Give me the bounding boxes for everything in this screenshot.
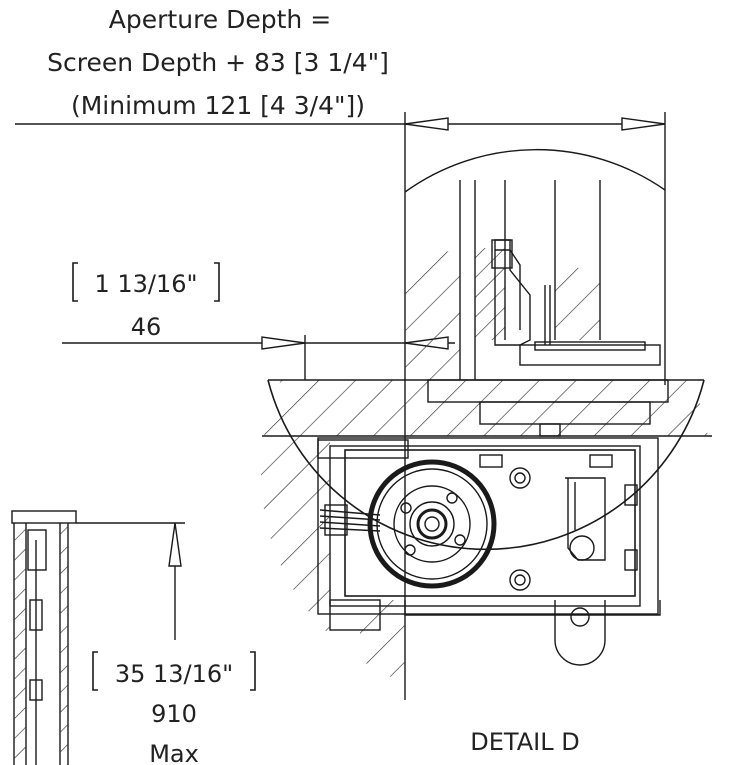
detail-label: DETAIL D	[470, 728, 579, 756]
gap-metric: 46	[131, 313, 162, 341]
gap-bracket	[72, 262, 220, 302]
side-wall-hatch	[14, 523, 26, 765]
aperture-line-1: Aperture Depth =	[109, 5, 331, 34]
drop-bracket	[92, 651, 256, 691]
motor-assembly	[367, 459, 497, 589]
detail-d-view	[261, 248, 711, 698]
detail-d-outline	[262, 148, 712, 666]
aperture-line-2: Screen Depth + 83 [3 1/4"]	[47, 48, 389, 77]
gap-dimension-line	[62, 335, 455, 380]
gap-imperial: 1 13/16"	[94, 270, 197, 298]
drop-note: Max	[149, 740, 199, 765]
drop-imperial: 35 13/16"	[115, 660, 233, 688]
drop-metric: 910	[151, 700, 197, 728]
drop-dimension-line	[76, 522, 185, 640]
aperture-line-3: (Minimum 121 [4 3/4"])	[71, 91, 365, 120]
side-wall-hatch-2	[60, 523, 68, 765]
